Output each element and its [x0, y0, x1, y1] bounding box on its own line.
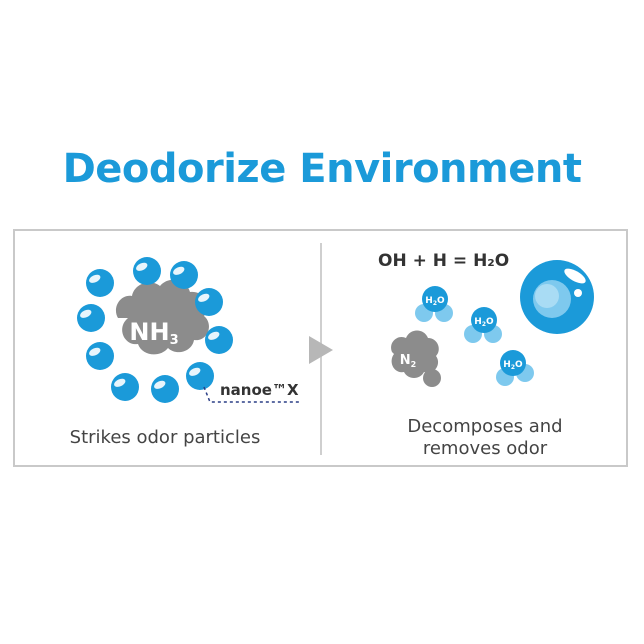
svg-text:H2O: H2O	[425, 296, 445, 307]
nanoe-ion	[86, 269, 114, 297]
nanoe-ion	[133, 257, 161, 285]
caption-strikes: Strikes odor particles	[69, 427, 261, 448]
svg-text:H2O: H2O	[474, 317, 494, 328]
water-droplet-large	[520, 260, 594, 334]
nanoe-ion	[195, 288, 223, 316]
nitrogen-formula: N2	[400, 353, 416, 369]
nanoe-ion	[170, 261, 198, 289]
process-arrow-icon	[309, 336, 333, 364]
caption-decomposes-line2: removes odor	[422, 438, 548, 459]
water-molecule: H2O	[415, 286, 453, 322]
water-molecule: H2O	[496, 350, 534, 386]
nanoe-ion	[151, 375, 179, 403]
nanoe-ion	[186, 362, 214, 390]
ammonia-formula: NH3	[129, 318, 178, 348]
reaction-equation: OH + H = H₂O	[378, 251, 510, 271]
nanoe-ion	[111, 373, 139, 401]
nanoe-ion	[86, 342, 114, 370]
page-title: Deodorize Environment	[62, 146, 582, 192]
water-molecule: H2O	[464, 307, 502, 343]
ammonia-cloud: NH3	[115, 279, 209, 355]
nanoe-ion	[205, 326, 233, 354]
caption-decomposes-line1: Decomposes and	[407, 416, 563, 437]
nanoe-label: nanoe™X	[220, 381, 299, 399]
nanoe-ion	[77, 304, 105, 332]
nitrogen-cloud: N2	[391, 330, 441, 387]
svg-text:H2O: H2O	[503, 360, 523, 371]
caption-decomposes: Decomposes and removes odor	[360, 416, 610, 460]
